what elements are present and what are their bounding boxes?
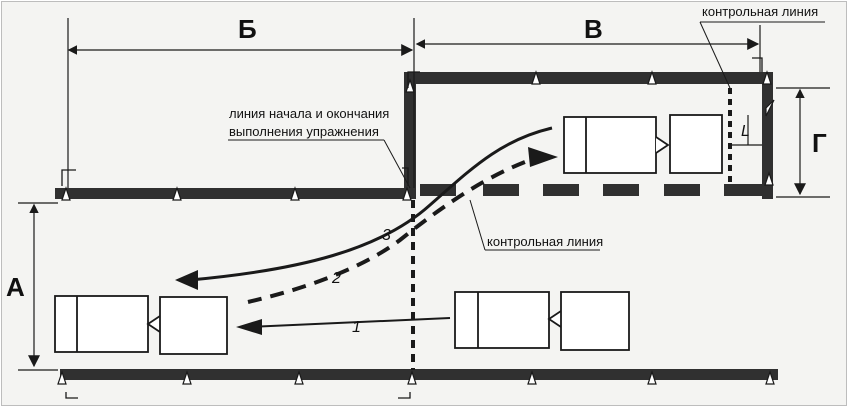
dimension-v (415, 25, 761, 72)
label-start-end-line-2: выполнения упражнения (229, 124, 379, 139)
car-right (454, 291, 630, 351)
label-control-line-top: контрольная линия (702, 4, 818, 19)
car-left (54, 295, 228, 355)
label-path-2: 2 (331, 270, 341, 287)
label-pointers (228, 21, 825, 251)
upper-left-boundary-bar (55, 188, 415, 199)
trajectory-2 (247, 147, 558, 304)
dimension-l (732, 115, 762, 146)
corner-marks (61, 57, 763, 399)
lower-boundary-bar (60, 369, 778, 380)
bay-top-boundary-bar (404, 72, 766, 84)
trajectory-3 (175, 126, 553, 290)
car-in-bay (563, 114, 723, 174)
label-dim-v: В (584, 14, 603, 44)
cone-markers (57, 70, 775, 385)
bay-right-boundary-bar (762, 72, 773, 199)
label-dim-g: Г (812, 128, 827, 158)
label-dim-l: L (741, 123, 750, 140)
bay-dashed-control-line (420, 184, 762, 196)
bay-left-boundary-bar (404, 72, 416, 199)
dimension-g (776, 87, 830, 198)
label-dim-b: Б (238, 14, 257, 44)
label-control-line-mid: контрольная линия (487, 234, 603, 249)
label-path-1: 1 (352, 319, 361, 336)
label-dim-a: А (6, 272, 25, 302)
label-path-3: 3 (382, 227, 391, 244)
dimension-b (67, 18, 415, 188)
trajectory-1 (236, 317, 451, 335)
dimension-a (18, 202, 58, 371)
label-start-end-line-1: линия начала и окончания (229, 106, 389, 121)
